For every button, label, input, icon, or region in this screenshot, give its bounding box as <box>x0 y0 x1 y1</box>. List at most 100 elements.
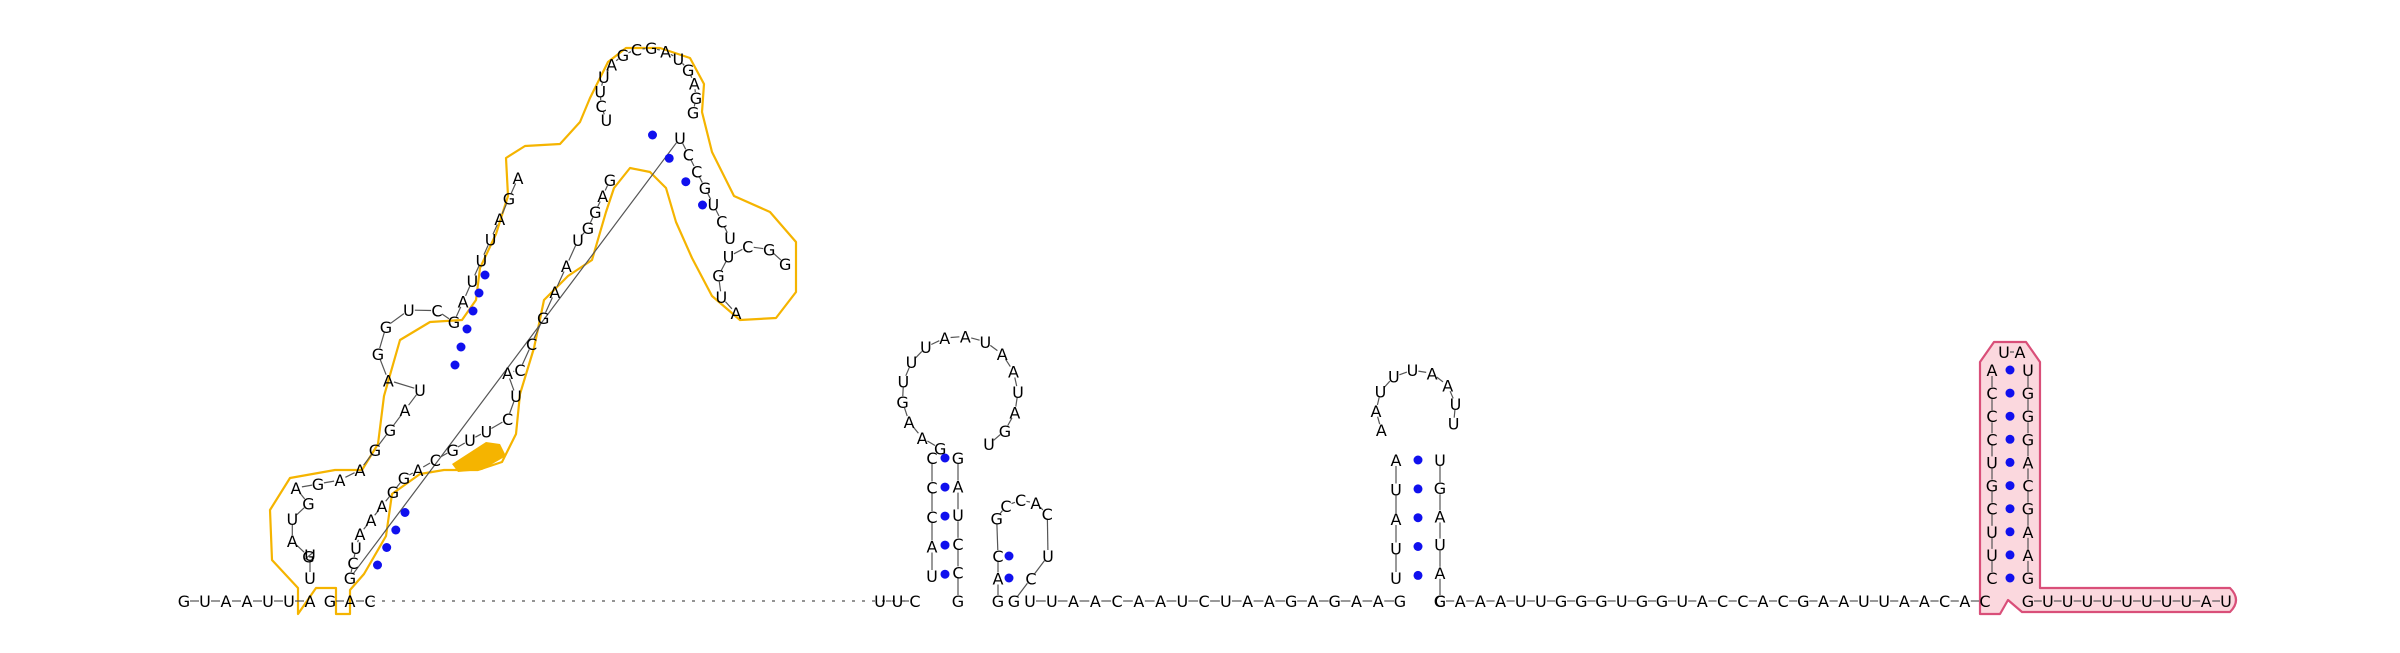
nucleotide-linker2-9: U <box>1616 592 1628 611</box>
nucleotide-h4loop-8: U <box>1448 415 1460 434</box>
backbone-bond <box>690 159 695 167</box>
nucleotide-h5s3-9: G <box>2022 569 2034 588</box>
backbone-bond <box>1007 417 1013 426</box>
base-pair-dot <box>474 288 484 298</box>
backbone-bond <box>353 142 677 574</box>
base-pair-dot <box>648 130 657 140</box>
base-pair-dot <box>681 177 691 187</box>
backbone-bond <box>296 544 305 553</box>
backbone-bond <box>670 53 674 57</box>
nucleotide-h5s5-7: C <box>1986 407 1997 426</box>
nucleotide-linker-14: G <box>1328 592 1340 611</box>
backbone-bond <box>492 224 498 235</box>
base-pair-dot <box>1413 542 1423 551</box>
base-pair-dot <box>462 324 472 334</box>
nucleotide-linker2-27: C <box>1979 592 1990 611</box>
nucleotide-h1down-14: U <box>464 431 476 450</box>
nucleotide-linker-17: G <box>1394 592 1406 611</box>
backbone-bond <box>457 442 466 448</box>
nucleotide-h5s5-4: G <box>1986 477 1998 496</box>
nucleotide-h2s3-5: G <box>952 592 964 611</box>
nucleotide-h1up-26: A <box>513 169 524 188</box>
base-pair-dot <box>1413 513 1423 523</box>
backbone-bond <box>396 482 401 488</box>
nucleotide-h1tail-1: A <box>345 592 356 611</box>
nucleotide-linker-15: A <box>1351 592 1362 611</box>
nucleotide-h2loop-13: A <box>1009 404 1020 423</box>
nucleotide-h5s5-5: U <box>1986 453 1998 472</box>
nucleotide-h1down-22: A <box>355 525 366 544</box>
backbone-bond <box>1017 582 1028 597</box>
backbone-bond <box>698 176 703 183</box>
backbone-bond <box>475 433 482 438</box>
nucleotide-linker2-11: G <box>1656 592 1668 611</box>
nucleotide-hairpintop-11: A <box>689 74 700 93</box>
nucleotide-h4s5-0: U <box>1390 569 1402 588</box>
backbone-bond <box>390 313 405 324</box>
backbone-bond <box>408 472 414 476</box>
nucleotide-h4s3-1: G <box>1434 479 1446 498</box>
nucleotide-tail-7: U <box>2161 592 2173 611</box>
nucleotide-h5s3-4: A <box>2023 453 2034 472</box>
nucleotide-h2s3-4: C <box>952 563 963 582</box>
backbone-bond <box>408 394 417 406</box>
backbone-bond <box>301 484 313 488</box>
nucleotide-h1loop2-1: U <box>716 288 728 307</box>
nucleotide-h5s5-3: C <box>1986 500 1997 519</box>
nucleotide-pre2-0: U <box>874 592 886 611</box>
backbone-bond <box>733 248 743 255</box>
backbone-bond <box>718 281 722 292</box>
nucleotide-linker2-0: C <box>1434 592 1445 611</box>
nucleotide-h2loop-4: U <box>898 372 910 391</box>
nucleotide-h1up-11: G <box>384 421 396 440</box>
nucleotide-linker2-4: U <box>1515 592 1527 611</box>
nucleotide-tail-4: U <box>2101 592 2113 611</box>
backbone-bond <box>509 378 515 391</box>
nucleotide-linker2-3: A <box>1495 592 1506 611</box>
nucleotide-h5s5-8: C <box>1986 384 1997 403</box>
base-pair-dot <box>1413 484 1423 494</box>
nucleotide-h4loop-1: A <box>1371 402 1382 421</box>
backbone-bond <box>931 340 940 346</box>
backbone-bond <box>989 344 998 352</box>
nucleotide-linker2-5: U <box>1535 592 1547 611</box>
backbone-bond <box>345 472 355 478</box>
nucleotide-hairpintop-8: A <box>660 42 671 61</box>
nucleotide-linker-2: A <box>1068 592 1079 611</box>
nucleotide-h4s3-2: A <box>1435 507 1446 526</box>
nucleotide-h1up-23: U <box>485 231 497 250</box>
nucleotide-h5s5-6: C <box>1986 430 1997 449</box>
nucleotide-h4s5-1: U <box>1390 540 1402 559</box>
nucleotide-hairpintop-3: U <box>598 68 610 87</box>
nucleotide-hairpintop-12: G <box>690 89 702 108</box>
nucleotide-h1up-10: G <box>369 441 381 460</box>
nucleotide-linker-5: A <box>1133 592 1144 611</box>
nucleotide-h2s3-1: A <box>953 478 964 497</box>
backbone-bond <box>682 143 687 150</box>
base-pair-dot <box>940 511 950 521</box>
nucleotide-h1down-27: C <box>683 146 694 165</box>
base-pairs <box>373 130 2015 583</box>
backbone-bond <box>491 421 503 430</box>
backbone-bond <box>1453 409 1456 418</box>
nucleotide-h1loop2-4: C <box>742 238 753 257</box>
backbone-bond <box>753 246 764 250</box>
nucleotide-h4s3-3: U <box>1434 536 1446 555</box>
backbone-bond <box>483 244 489 256</box>
nucleotide-h2loop-7: A <box>939 329 950 348</box>
nucleotide-h1down-13: U <box>480 423 492 442</box>
nucleotide-h1up-17: U <box>403 301 415 320</box>
nucleotide-h2loop-12: U <box>1012 383 1024 402</box>
nucleotide-h2loop-15: U <box>983 435 995 454</box>
nucleotide-h1down-16: C <box>430 451 441 470</box>
nucleotide-linker-13: A <box>1307 592 1318 611</box>
nucleotide-linker2-1: A <box>1455 592 1466 611</box>
backbone-bond <box>465 286 471 297</box>
base-pair-dot <box>391 525 401 535</box>
nucleotide-leader-6: A <box>305 592 316 611</box>
backbone-bond <box>656 48 660 51</box>
nucleotide-h5s5-2: U <box>1986 523 1998 542</box>
backbone-bond <box>379 332 385 349</box>
nucleotide-h4s5-3: U <box>1390 481 1402 500</box>
nucleotide-linker-6: A <box>1155 592 1166 611</box>
